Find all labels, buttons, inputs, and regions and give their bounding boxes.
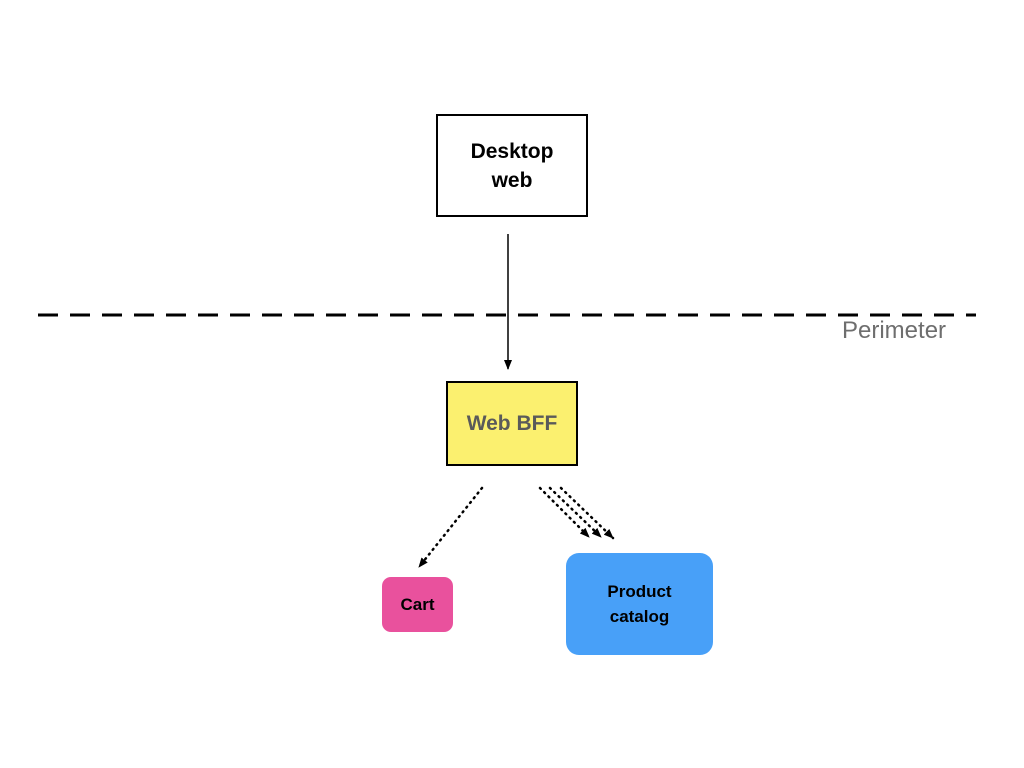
cart-label: Cart	[400, 594, 435, 614]
desktop-web-label: Desktop web	[470, 139, 554, 192]
desktop-web-node: Desktop web	[436, 114, 588, 217]
edge-bff-to-catalog-1	[538, 486, 591, 539]
web-bff-label: Web BFF	[466, 411, 558, 435]
product-catalog-node: Product catalog	[566, 553, 713, 655]
edge-bff-to-catalog-3	[559, 486, 615, 540]
cart-node: Cart	[382, 577, 453, 632]
web-bff-node: Web BFF	[446, 381, 578, 466]
edge-bff-to-cart	[417, 486, 484, 569]
product-catalog-label: Product catalog	[607, 582, 672, 626]
edge-bff-to-catalog-2	[548, 486, 603, 539]
perimeter-label: Perimeter	[842, 317, 947, 344]
